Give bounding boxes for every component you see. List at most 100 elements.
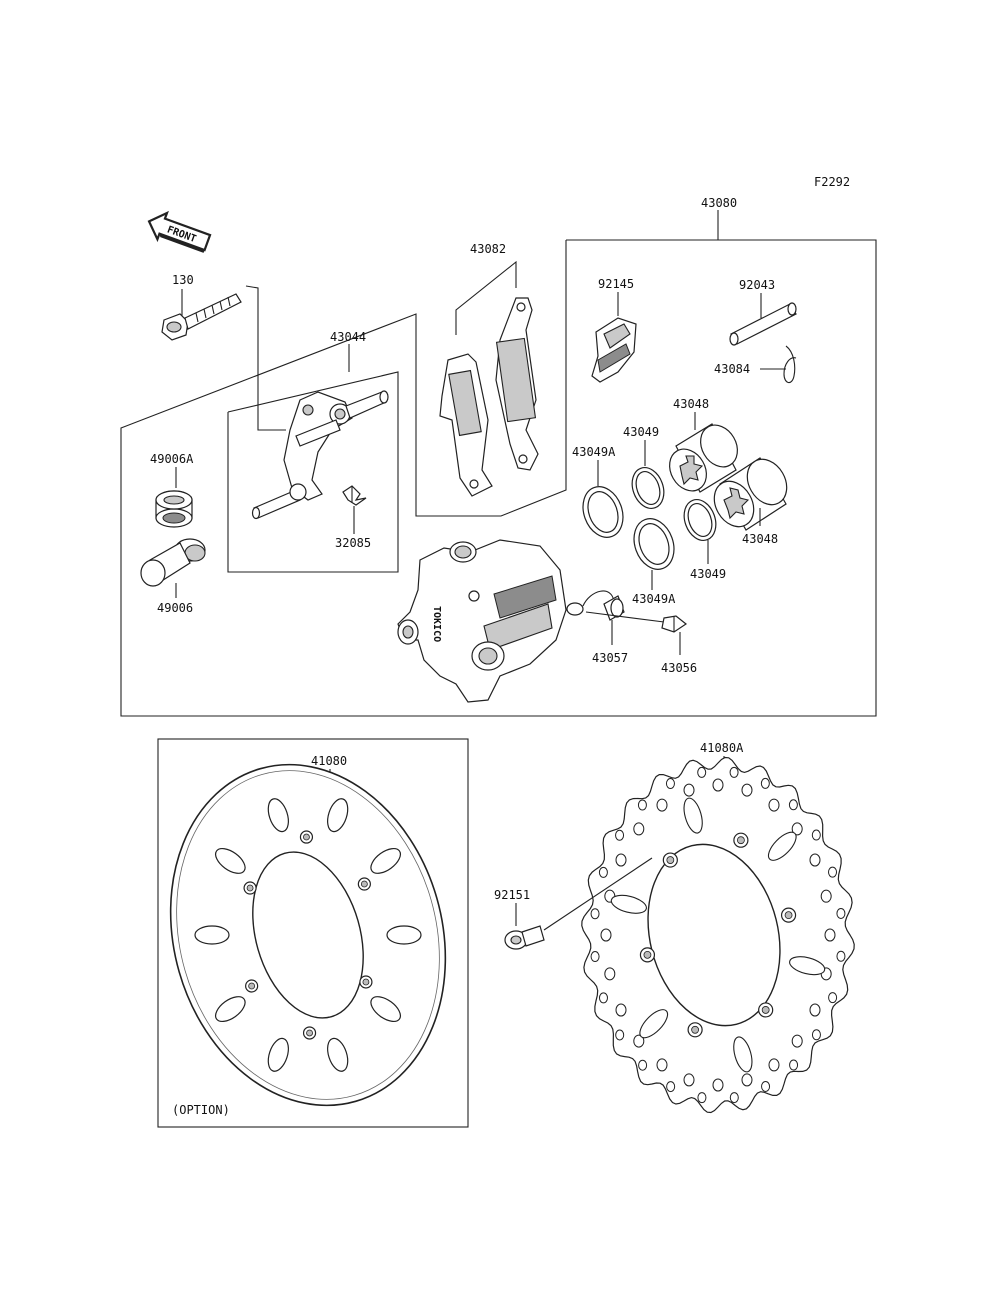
part-label-92151[interactable]: 92151: [494, 888, 530, 902]
option-disc-box: [157, 738, 469, 1128]
disc-drill-hole: [598, 992, 608, 1004]
option-label: (OPTION): [172, 1103, 230, 1117]
disc-drill-hole: [633, 1034, 645, 1048]
slide-pin-92043-icon: [729, 302, 797, 346]
brake-pad-right-icon: [495, 297, 539, 471]
disc-drill-hole: [683, 783, 695, 797]
disc-drill-hole: [598, 866, 608, 878]
clip-43084-icon: [783, 345, 797, 384]
disc-bolt-hole-inner: [666, 856, 675, 864]
disc-bolt-hole-inner: [643, 950, 652, 959]
disc-drill-hole: [712, 1078, 724, 1092]
disc-bolt-hole-inner: [691, 1025, 700, 1034]
pad-spring-32085-icon: [342, 485, 367, 506]
part-label-43049-top[interactable]: 43049: [623, 425, 659, 439]
seal-43049A-upper-icon: [582, 486, 624, 538]
part-label-43049-bottom[interactable]: 43049: [690, 567, 726, 581]
seal-43049A-lower-icon: [633, 518, 675, 570]
disc-bolt-hole-inner: [306, 1029, 313, 1037]
part-label-41080A[interactable]: 41080A: [700, 741, 744, 755]
disc-drill-hole: [697, 1092, 707, 1104]
disc-bolt-hole-inner: [246, 884, 254, 892]
bleeder-valve-43056-icon: [585, 611, 688, 633]
disc-drill-hole: [615, 829, 625, 841]
part-label-32085[interactable]: 32085: [335, 536, 371, 550]
part-label-43082[interactable]: 43082: [470, 242, 506, 256]
disc-drill-hole: [665, 778, 675, 790]
caliper-brand-label: TOKICO: [431, 606, 442, 642]
disc-slot: [767, 831, 797, 861]
disc-drill-hole: [761, 1080, 771, 1092]
caliper-body-icon: TOKICO: [397, 539, 567, 703]
bolt-130-icon: [161, 293, 242, 341]
disc-bolt-hole-inner: [248, 982, 256, 990]
disc-drill-hole: [615, 1003, 627, 1017]
disc-drill-hole: [820, 889, 832, 903]
part-label-43048-top[interactable]: 43048: [673, 397, 709, 411]
pad-pin-clip-92145-icon: [591, 317, 637, 383]
disc-slot: [789, 956, 826, 976]
piston-43048-lower-icon: [713, 457, 788, 531]
part-label-43056[interactable]: 43056: [661, 661, 697, 675]
disc-drill-hole: [615, 1029, 625, 1041]
disc-slot: [386, 925, 422, 945]
disc-slot: [370, 847, 402, 874]
disc-slot: [733, 1036, 753, 1073]
disc-bolt-hole-inner: [736, 836, 745, 845]
disc-drill-hole: [811, 829, 821, 841]
disc-drill-hole: [615, 853, 627, 867]
disc-drill-hole: [638, 1059, 648, 1071]
part-label-43080[interactable]: 43080: [701, 196, 737, 210]
disc-drill-hole: [656, 798, 668, 812]
front-arrow-icon: FRONT: [147, 210, 212, 253]
part-label-92145[interactable]: 92145: [598, 277, 634, 291]
disc-drill-hole: [788, 799, 798, 811]
wave-disc-holes-group: [590, 766, 846, 1104]
disc-slot: [327, 1037, 349, 1072]
bracket-box-outline: [227, 371, 399, 573]
disc-drill-hole: [590, 908, 600, 920]
disc-drill-hole: [789, 1059, 799, 1071]
brake-pad-left-icon: [439, 353, 493, 497]
part-label-43044[interactable]: 43044: [330, 330, 366, 344]
disc-bolt-hole-inner: [303, 833, 310, 841]
disc-drill-hole: [741, 783, 753, 797]
disc-bolt-hole-inner: [362, 978, 370, 986]
disc-slot: [214, 996, 246, 1023]
boot-49006-icon: [140, 538, 206, 587]
disc-drill-hole: [760, 777, 770, 789]
disc-slot: [370, 996, 402, 1023]
disc-drill-hole: [791, 822, 803, 836]
disc-drill-hole: [824, 928, 836, 942]
wave-brake-disc-41080A-icon: [581, 756, 855, 1114]
disc-drill-hole: [633, 822, 645, 836]
part-label-49006[interactable]: 49006: [157, 601, 193, 615]
part-label-43049A-top[interactable]: 43049A: [572, 445, 616, 459]
part-label-41080[interactable]: 41080: [311, 754, 347, 768]
disc-drill-hole: [836, 907, 846, 919]
part-label-92043[interactable]: 92043: [739, 278, 775, 292]
part-label-43048-bottom[interactable]: 43048: [742, 532, 778, 546]
disc-drill-hole: [768, 1058, 780, 1072]
part-label-43057[interactable]: 43057: [592, 651, 628, 665]
disc-slot: [194, 925, 230, 945]
part-label-49006A[interactable]: 49006A: [150, 452, 194, 466]
disc-slots-group: [194, 798, 422, 1072]
disc-drill-hole: [809, 1003, 821, 1017]
brake-disc-41080-icon: [169, 763, 447, 1107]
disc-slot: [267, 798, 289, 833]
part-label-43084[interactable]: 43084: [714, 362, 750, 376]
seal-43049-lower-icon: [683, 499, 717, 541]
part-label-130[interactable]: 130: [172, 273, 194, 287]
part-label-43049A-bottom[interactable]: 43049A: [632, 592, 676, 606]
disc-drill-hole: [729, 1092, 739, 1104]
disc-slot: [267, 1037, 289, 1072]
caliper-bracket-icon: [251, 390, 389, 520]
disc-drill-hole: [712, 778, 724, 792]
disc-bolt-hole-inner: [761, 1006, 770, 1014]
disc-drill-hole: [590, 951, 600, 963]
disc-drill-hole: [637, 799, 647, 811]
diagram-code: F2292: [814, 175, 850, 189]
